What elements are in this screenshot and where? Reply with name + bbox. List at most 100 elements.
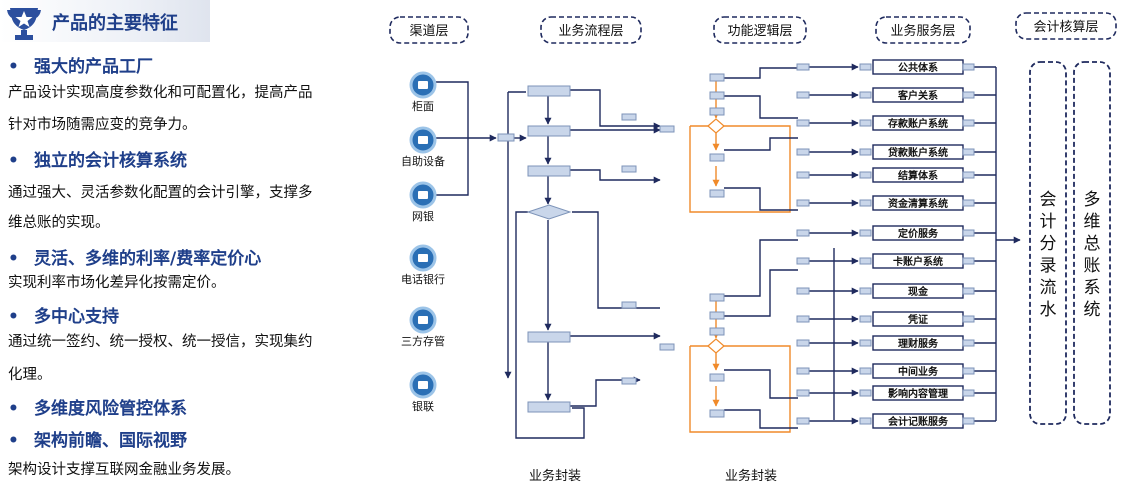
footer-label-process: 业务封装 [529, 468, 581, 484]
func-svc-t2 [724, 95, 798, 119]
layer-header-1 [389, 16, 469, 44]
func-svc-t6 [724, 269, 798, 317]
feature-heading-4: •多中心支持 [8, 307, 119, 327]
func-box-2-2 [709, 311, 725, 320]
feature-text-1b: 针对市场随需应变的竞争力。 [8, 117, 197, 133]
func-box-1-2 [709, 91, 725, 100]
accounting-char-1-3: 分 [1040, 234, 1057, 254]
accounting-box-2 [1073, 61, 1111, 425]
service-mini-2 [796, 91, 810, 99]
service-port-3 [859, 119, 872, 127]
func-box-1-3 [709, 107, 725, 116]
service-out-2 [962, 91, 975, 99]
service-mini-4 [796, 148, 810, 156]
func-box-2-3 [709, 327, 725, 336]
accounting-char-1-4: 录 [1040, 256, 1057, 276]
service-port-1 [859, 63, 872, 71]
service-label-13: 影响内容管理 [888, 387, 948, 400]
service-out-14 [962, 417, 975, 425]
service-label-2: 客户关系 [897, 89, 938, 102]
func-svc-t1 [724, 67, 798, 79]
service-mini-6 [796, 199, 810, 207]
custody-icon-glyph [418, 316, 428, 324]
features-panel: 产品的主要特征 •强大的产品工厂 产品设计实现高度参数化和可配置化，提高产品 针… [0, 0, 390, 486]
proc-func-5 [570, 376, 641, 407]
feature-heading-3: •灵活、多维的利率/费率定价心 [8, 249, 262, 269]
service-label-5: 结算体系 [898, 169, 938, 182]
layer-header-4 [875, 16, 971, 44]
service-out-12 [962, 367, 975, 375]
service-label-4: 贷款账户系统 [887, 146, 948, 159]
service-label-6: 资金清算系统 [888, 197, 948, 210]
service-mini-8 [796, 257, 810, 265]
accounting-char-1-6: 水 [1040, 300, 1057, 320]
proc-func-1 [570, 89, 661, 130]
accounting-char-2-3: 总 [1084, 234, 1101, 254]
feature-text-4b: 化理。 [8, 367, 52, 383]
phone-icon-glyph [418, 254, 428, 262]
accounting-box-1 [1029, 61, 1067, 425]
service-mini-11 [796, 339, 810, 347]
channel-label-3: 网银 [412, 209, 434, 223]
accounting-char-1-5: 流 [1040, 278, 1057, 298]
feature-text-2a: 通过强大、灵活参数化配置的会计引擎，支撑多 [8, 185, 313, 201]
layer-header-5 [1015, 12, 1117, 40]
service-label-14: 会计记账服务 [888, 415, 949, 428]
feature-heading-5: •多维度风险管控体系 [8, 399, 187, 419]
layer-header-2 [540, 16, 642, 44]
service-port-9 [859, 287, 872, 295]
service-port-4 [859, 148, 872, 156]
service-port-14 [859, 417, 872, 425]
feature-text-3a: 实现利率市场化差异化按需定价。 [8, 275, 226, 291]
service-out-5 [962, 171, 975, 179]
process-box-2 [527, 125, 571, 137]
process-box-1 [527, 85, 571, 97]
feature-text-1a: 产品设计实现高度参数化和可配置化，提高产品 [8, 85, 313, 101]
accounting-char-2-4: 账 [1084, 256, 1101, 276]
service-port-8 [859, 257, 872, 265]
service-mini-13 [796, 389, 810, 397]
channel-label-1: 柜面 [412, 100, 434, 113]
func-box-2-5 [709, 409, 725, 418]
layer-header-3 [713, 16, 807, 44]
service-out-9 [962, 287, 975, 295]
footer-label-function: 业务封装 [725, 468, 777, 484]
layer-label-4: 业务服务层 [890, 23, 955, 39]
page-title: 产品的主要特征 [52, 13, 178, 34]
layer-label-2: 业务流程层 [558, 23, 623, 39]
service-mini-14 [796, 417, 810, 425]
func-svc-t3 [724, 137, 798, 151]
process-box-4 [527, 331, 571, 343]
service-out-11 [962, 339, 975, 347]
service-out-4 [962, 148, 975, 156]
func-svc-t7 [724, 369, 798, 399]
service-label-1: 公共体系 [898, 61, 938, 74]
mini-p6 [621, 377, 637, 385]
feature-heading-1: •强大的产品工厂 [8, 57, 153, 77]
mini-p3 [621, 165, 637, 173]
service-out-3 [962, 119, 975, 127]
channel-label-5: 三方存管 [401, 334, 445, 348]
service-port-7 [859, 229, 872, 237]
process-box-5 [527, 401, 571, 413]
service-label-9: 现金 [908, 285, 929, 298]
service-port-12 [859, 367, 872, 375]
feature-text-4a: 通过统一签约、统一授权、统一授信，实现集约 [8, 334, 313, 350]
service-out-1 [962, 63, 975, 71]
channel-label-4: 电话银行 [401, 272, 445, 286]
service-label-12: 中间业务 [898, 365, 939, 378]
func-box-1-1 [709, 73, 725, 82]
accounting-char-1-2: 计 [1040, 212, 1057, 232]
channel-label-2: 自助设备 [401, 154, 445, 168]
accounting-char-2-5: 系 [1084, 278, 1101, 298]
service-port-2 [859, 91, 872, 99]
service-label-7: 定价服务 [898, 227, 939, 240]
service-out-7 [962, 229, 975, 237]
service-out-8 [962, 257, 975, 265]
service-out-6 [962, 199, 975, 207]
service-out-13 [962, 389, 975, 397]
func-box-2-1 [709, 293, 725, 302]
service-port-6 [859, 199, 872, 207]
func-svc-t4 [724, 187, 798, 211]
